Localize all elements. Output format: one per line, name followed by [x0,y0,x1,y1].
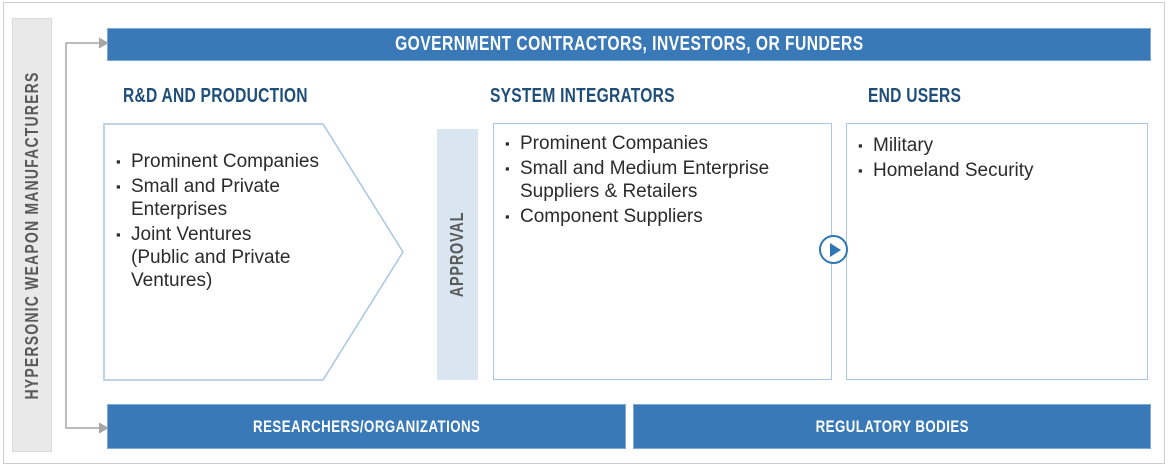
square-bullet-icon: ▪ [116,227,121,242]
list-item-text: Prominent Companies [131,151,319,172]
list-item-text: Small and Private Enterprises [131,176,280,220]
approval-bar: APPROVAL [437,129,478,380]
square-bullet-icon: ▪ [505,161,510,176]
square-bullet-icon: ▪ [858,138,863,153]
square-bullet-icon: ▪ [505,136,510,151]
left-rail-label: HYPERSONIC WEAPON MANUFACTURERS [21,70,42,400]
list-item: ▪ Small and Private Enterprises [116,175,328,221]
top-banner: GOVERNMENT CONTRACTORS, INVESTORS, OR FU… [107,28,1151,61]
left-rail: HYPERSONIC WEAPON MANUFACTURERS [12,18,52,452]
heading-rd-and-production: R&D AND PRODUCTION [123,85,308,107]
heading-end-users: END USERS [868,85,962,107]
end-users-box [846,123,1148,380]
list-item: ▪ Small and Medium Enterprise Suppliers &… [505,157,817,203]
list-item-text: Component Suppliers [520,206,703,227]
system-integrators-box [493,123,832,380]
list-item-text: Prominent Companies [520,133,708,154]
researchers-organizations-banner: RESEARCHERS/ORGANIZATIONS [107,404,626,449]
end-users-bullet-list: ▪ Military ▪ Homeland Security [858,134,1138,184]
regulatory-bodies-banner: REGULATORY BODIES [633,404,1151,449]
approval-label: APPROVAL [447,211,467,298]
top-banner-label: GOVERNMENT CONTRACTORS, INVESTORS, OR FU… [394,33,864,55]
list-item: ▪ Prominent Companies [116,150,328,173]
play-icon [829,242,841,257]
list-item-text: Small and Medium Enterprise Suppliers & … [520,158,770,202]
researchers-organizations-label: RESEARCHERS/ORGANIZATIONS [252,416,481,436]
square-bullet-icon: ▪ [116,179,121,194]
square-bullet-icon: ▪ [858,163,863,178]
heading-system-integrators: SYSTEM INTEGRATORS [490,85,675,107]
list-item-text: Military [873,135,934,156]
list-item: ▪ Homeland Security [858,159,1138,182]
play-button[interactable] [819,235,848,264]
square-bullet-icon: ▪ [116,154,121,169]
list-item: ▪ Military [858,134,1138,157]
system-integrators-bullet-list: ▪ Prominent Companies ▪ Small and Medium En… [505,132,817,230]
square-bullet-icon: ▪ [505,209,510,224]
list-item: ▪ Prominent Companies [505,132,817,155]
outer-frame [3,2,1165,464]
list-item-text: Joint Ventures (Public and Private Ventu… [131,224,291,291]
list-item: ▪ Joint Ventures (Public and Private Vent… [116,223,328,292]
list-item: ▪ Component Suppliers [505,205,817,228]
rd-bullet-list: ▪ Prominent Companies ▪ Small and Private E… [116,150,328,294]
regulatory-bodies-label: REGULATORY BODIES [815,416,969,436]
rd-chevron-box [103,123,404,381]
list-item-text: Homeland Security [873,160,1034,181]
